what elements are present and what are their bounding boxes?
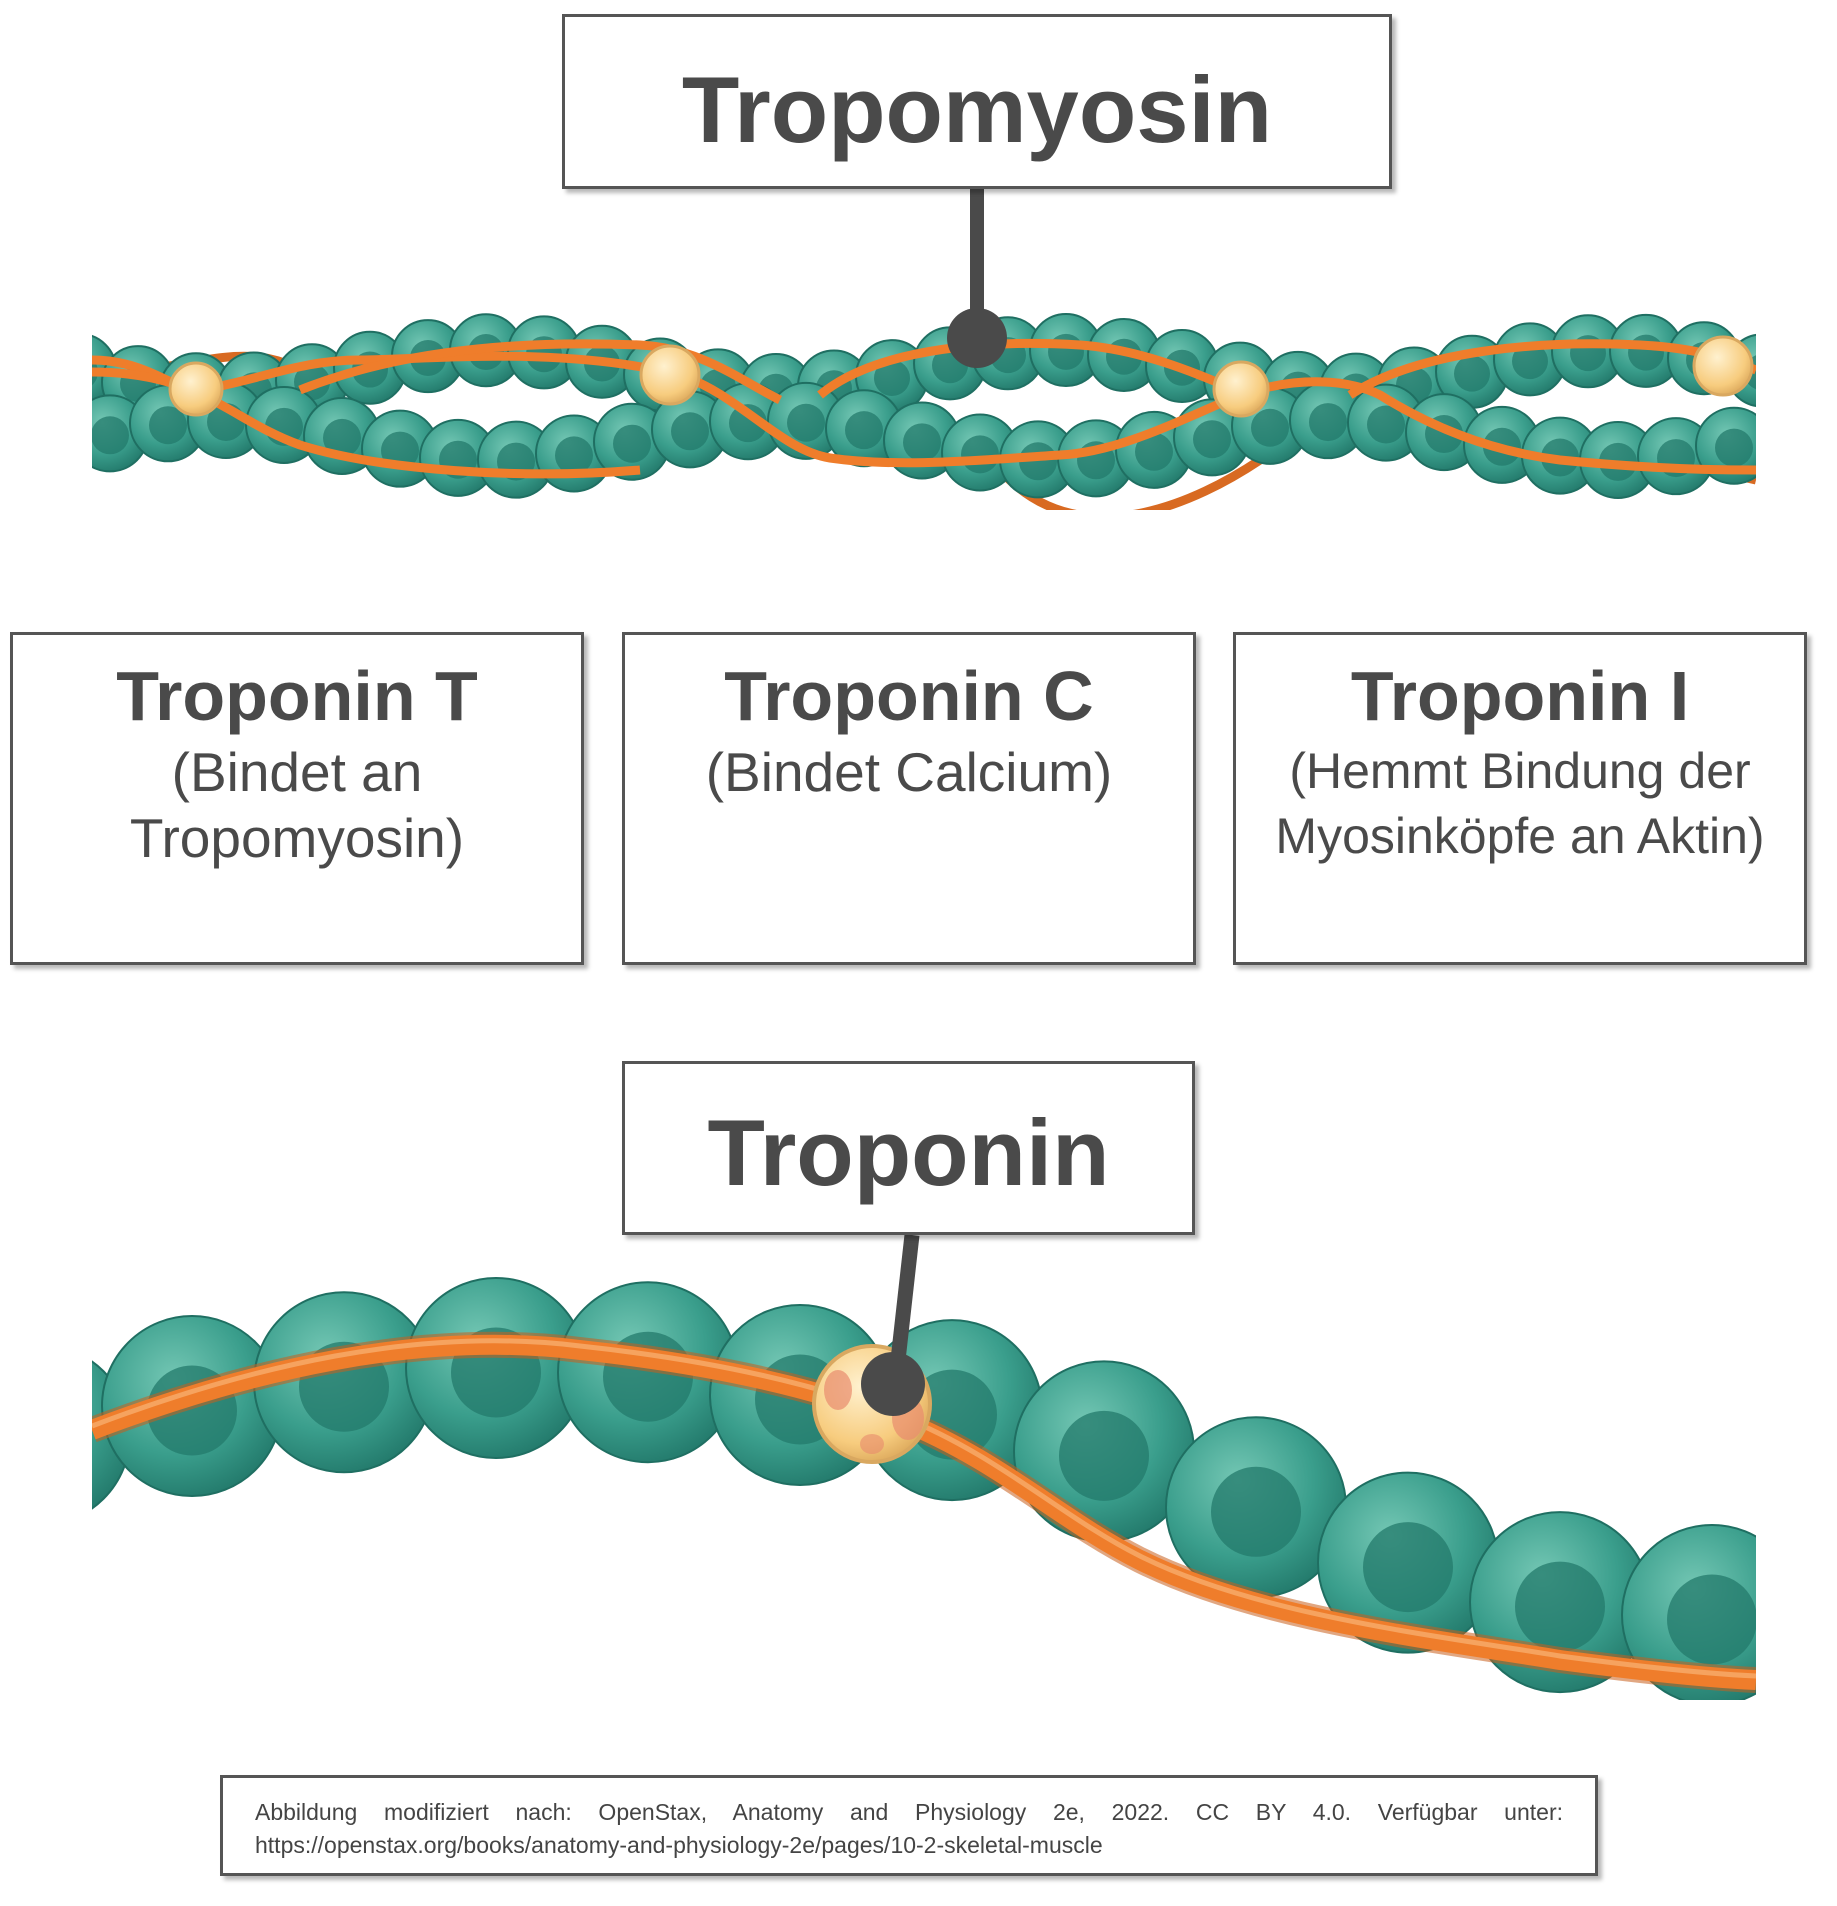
troponin-dot <box>1212 360 1270 418</box>
actin-bead-core <box>1193 420 1231 459</box>
tropomyosin-strand-bottom <box>92 1331 1756 1693</box>
thin-filament-top <box>92 313 1756 510</box>
citation-text: Abbildung modifiziert nach: OpenStax, An… <box>255 1799 1563 1858</box>
troponin-label-box: Troponin <box>622 1061 1195 1235</box>
actin-bead-core <box>323 418 361 457</box>
actin-bead-core <box>1363 1522 1453 1613</box>
troponin-label: Troponin <box>707 1100 1110 1205</box>
actin-bead-core <box>1135 432 1173 471</box>
actin-bead-core <box>1515 1561 1605 1652</box>
troponin-t-description: (Bindet an Tropomyosin) <box>129 741 465 869</box>
troponin-t-name: Troponin T <box>116 657 478 735</box>
tropomyosin-label-box: Tropomyosin <box>562 14 1392 189</box>
actin-bead-core <box>149 406 187 445</box>
troponin-i-description: (Hemmt Bindung der Myosinköpfe an Aktin) <box>1275 743 1765 864</box>
troponin-i-box: Troponin I (Hemmt Bindung der Myosinköpf… <box>1233 632 1807 965</box>
actin-bead-core <box>903 423 941 462</box>
thin-filament-bottom <box>0 1276 1756 1700</box>
actin-bead-core <box>874 359 910 396</box>
actin-bead-core <box>961 435 999 474</box>
actin-bead-core <box>1048 333 1084 370</box>
actin-bead-core <box>729 404 767 443</box>
actin-bead-core <box>92 416 129 455</box>
actin-bead-core <box>1667 1574 1756 1665</box>
actin-bead-core <box>1309 403 1347 442</box>
actin-bead-core <box>1211 1466 1301 1557</box>
troponin-pointer <box>861 1234 925 1416</box>
actin-bead-core <box>1628 334 1664 371</box>
actin-bead-core <box>1251 408 1289 447</box>
citation-box: Abbildung modifiziert nach: OpenStax, An… <box>220 1775 1598 1876</box>
actin-bead-core <box>1512 343 1548 380</box>
actin-bead-core <box>787 403 825 442</box>
actin-bead-core <box>613 424 651 463</box>
actin-bead-core <box>1715 428 1753 467</box>
actin-bead-core <box>1367 405 1405 444</box>
troponin-complexes-top <box>168 335 1754 418</box>
tropomyosin-pointer <box>947 189 1007 368</box>
troponin-c-name: Troponin C <box>724 657 1094 735</box>
actin-bead-core <box>1059 1410 1149 1501</box>
troponin-dot <box>168 361 224 417</box>
troponin-c-description: (Bindet Calcium) <box>705 741 1113 803</box>
troponin-t-box: Troponin T (Bindet an Tropomyosin) <box>10 632 584 965</box>
troponin-i-name: Troponin I <box>1350 657 1690 735</box>
actin-bead-core <box>671 412 709 451</box>
actin-bead-core <box>0 1395 85 1485</box>
troponin-dot <box>1692 335 1754 397</box>
troponin-c-box: Troponin C (Bindet Calcium) <box>622 632 1196 965</box>
troponin-dot <box>639 344 701 406</box>
actin-bead-core <box>845 411 883 450</box>
tropomyosin-label: Tropomyosin <box>681 57 1273 162</box>
actin-bead-core <box>1454 355 1490 392</box>
actin-bead-core <box>555 436 593 475</box>
